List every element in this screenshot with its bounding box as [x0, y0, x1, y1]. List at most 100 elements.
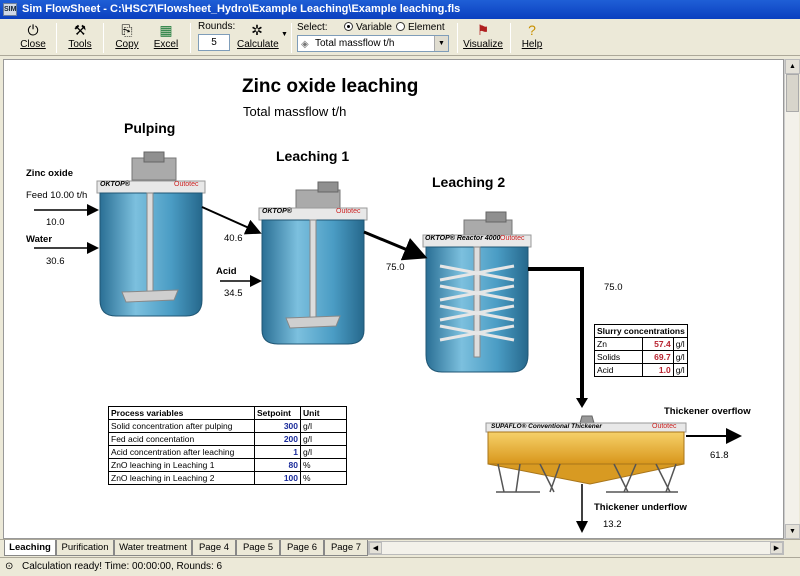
- thickener-brand: SUPAFLO® Conventional Thickener: [491, 423, 602, 430]
- slurry-value[interactable]: 1.0: [642, 363, 674, 377]
- horizontal-scrollbar[interactable]: ◀ ▶: [368, 541, 784, 555]
- visualize-label: Visualize: [463, 39, 503, 50]
- flowsheet-subtitle: Total massflow t/h: [243, 104, 347, 119]
- variable-select-value: Total massflow t/h: [315, 38, 395, 49]
- help-icon: ?: [528, 22, 536, 38]
- slurry-unit: g/l: [672, 337, 688, 351]
- slurry-unit: g/l: [672, 363, 688, 377]
- visualize-button[interactable]: ⚑ Visualize: [463, 21, 503, 54]
- tab-purification[interactable]: Purification: [56, 540, 114, 556]
- slurry-value[interactable]: 69.7: [642, 350, 674, 364]
- calculate-button[interactable]: ✲ Calculate: [237, 21, 279, 54]
- copy-label: Copy: [115, 39, 139, 50]
- tools-label: Tools: [68, 39, 92, 50]
- excel-icon: ▦: [159, 22, 173, 38]
- process-unit: g/l: [300, 419, 347, 433]
- toolbar: ⏻ Close ⚒ Tools ⎘ Copy ▦ Excel Rounds: 5…: [0, 19, 800, 56]
- chevron-down-icon[interactable]: ▼: [434, 36, 448, 51]
- table-row: Acid concentration after leaching 1 g/l: [108, 445, 347, 459]
- leaching1-tank[interactable]: [258, 181, 368, 345]
- status-text: Calculation ready! Time: 00:00:00, Round…: [22, 561, 223, 572]
- tank3-maker: Outotec: [500, 235, 525, 242]
- tools-button[interactable]: ⚒ Tools: [64, 21, 96, 54]
- excel-label: Excel: [153, 39, 179, 50]
- leaching2-tank[interactable]: [422, 211, 532, 373]
- scroll-right-icon[interactable]: ▶: [770, 542, 783, 554]
- help-button[interactable]: ? Help: [518, 21, 546, 54]
- radio-element[interactable]: Element: [396, 22, 445, 33]
- close-label: Close: [20, 39, 46, 50]
- zinc-oxide-label: Zinc oxide: [26, 168, 73, 179]
- table-row: Solid concentration after pulping 300 g/…: [108, 419, 347, 433]
- tank2-maker: Outotec: [336, 208, 361, 215]
- radio-variable-label: Variable: [356, 22, 392, 33]
- process-setpoint[interactable]: 80: [254, 458, 301, 472]
- process-setpoint[interactable]: 100: [254, 471, 301, 485]
- calculate-label: Calculate: [237, 39, 279, 50]
- process-setpoint[interactable]: 1: [254, 445, 301, 459]
- slurry-title: Slurry concentrations: [594, 324, 688, 338]
- table-row: Acid 1.0 g/l: [593, 363, 688, 377]
- process-unit: g/l: [300, 445, 347, 459]
- status-icon: ⊙: [5, 561, 14, 572]
- scroll-up-icon[interactable]: ▲: [785, 59, 800, 74]
- leach1-out-stream[interactable]: [363, 230, 428, 261]
- slurry-name: Solids: [593, 350, 644, 364]
- process-unit: %: [300, 471, 347, 485]
- scroll-thumb[interactable]: [786, 74, 799, 112]
- process-setpoint[interactable]: 300: [254, 419, 301, 433]
- process-unit: %: [300, 458, 347, 472]
- tank1-maker: Outotec: [174, 181, 199, 188]
- overflow-flow: 61.8: [710, 450, 729, 461]
- zinc-oxide-flow: 10.0: [46, 217, 65, 228]
- feed-label: Feed 10.00 t/h: [26, 190, 88, 201]
- pulp-stream[interactable]: [201, 206, 262, 235]
- vertical-scrollbar[interactable]: ▲ ▼: [784, 59, 800, 539]
- acid-flow: 34.5: [224, 288, 243, 299]
- process-name: Fed acid concentation: [108, 432, 255, 446]
- close-button[interactable]: ⏻ Close: [18, 21, 48, 54]
- thickener[interactable]: [485, 415, 687, 493]
- process-header-unit: Unit: [300, 406, 347, 420]
- pulping-tank[interactable]: [96, 151, 206, 317]
- water-label: Water: [26, 234, 53, 245]
- help-label: Help: [521, 39, 543, 50]
- thickener-maker: Outotec: [652, 423, 677, 430]
- flowsheet-drawing: [34, 151, 742, 533]
- calculate-dropdown-icon[interactable]: ▼: [281, 31, 288, 38]
- slurry-value[interactable]: 57.4: [642, 337, 674, 351]
- underflow-flow: 13.2: [603, 519, 622, 530]
- tab-leaching[interactable]: Leaching: [4, 540, 56, 556]
- scroll-left-icon[interactable]: ◀: [369, 542, 382, 554]
- tab-page-4[interactable]: Page 4: [192, 540, 236, 556]
- tab-water-treatment[interactable]: Water treatment: [114, 540, 192, 556]
- radio-element-label: Element: [408, 22, 445, 33]
- scroll-down-icon[interactable]: ▼: [785, 524, 800, 539]
- process-name: Acid concentration after leaching: [108, 445, 255, 459]
- leach2-out-stream[interactable]: [528, 267, 584, 403]
- pulp-out-flow: 40.6: [224, 233, 243, 244]
- radio-variable[interactable]: Variable: [344, 22, 392, 33]
- tab-page-5[interactable]: Page 5: [236, 540, 280, 556]
- table-row: Fed acid concentation 200 g/l: [108, 432, 347, 446]
- variable-select[interactable]: ◈ Total massflow t/h ▼: [297, 35, 449, 52]
- process-header-name: Process variables: [108, 406, 255, 420]
- underflow-label: Thickener underflow: [594, 502, 687, 513]
- tank2-brand: OKTOP®: [262, 208, 292, 215]
- water-flow: 30.6: [46, 256, 65, 267]
- process-header-setpoint: Setpoint: [254, 406, 301, 420]
- tab-page-6[interactable]: Page 6: [280, 540, 324, 556]
- leach2-out-flow: 75.0: [604, 282, 623, 293]
- leaching2-label: Leaching 2: [432, 174, 506, 190]
- slurry-name: Acid: [593, 363, 644, 377]
- copy-button[interactable]: ⎘ Copy: [112, 21, 142, 54]
- tank1-brand: OKTOP®: [100, 181, 130, 188]
- tab-page-7[interactable]: Page 7: [324, 540, 368, 556]
- excel-button[interactable]: ▦ Excel: [151, 21, 181, 54]
- process-setpoint[interactable]: 200: [254, 432, 301, 446]
- process-variables-table: Process variables Setpoint Unit Solid co…: [108, 406, 347, 485]
- calculate-icon: ✲: [251, 22, 263, 38]
- rounds-input[interactable]: 5: [198, 34, 230, 51]
- app-icon: SIM: [3, 3, 17, 16]
